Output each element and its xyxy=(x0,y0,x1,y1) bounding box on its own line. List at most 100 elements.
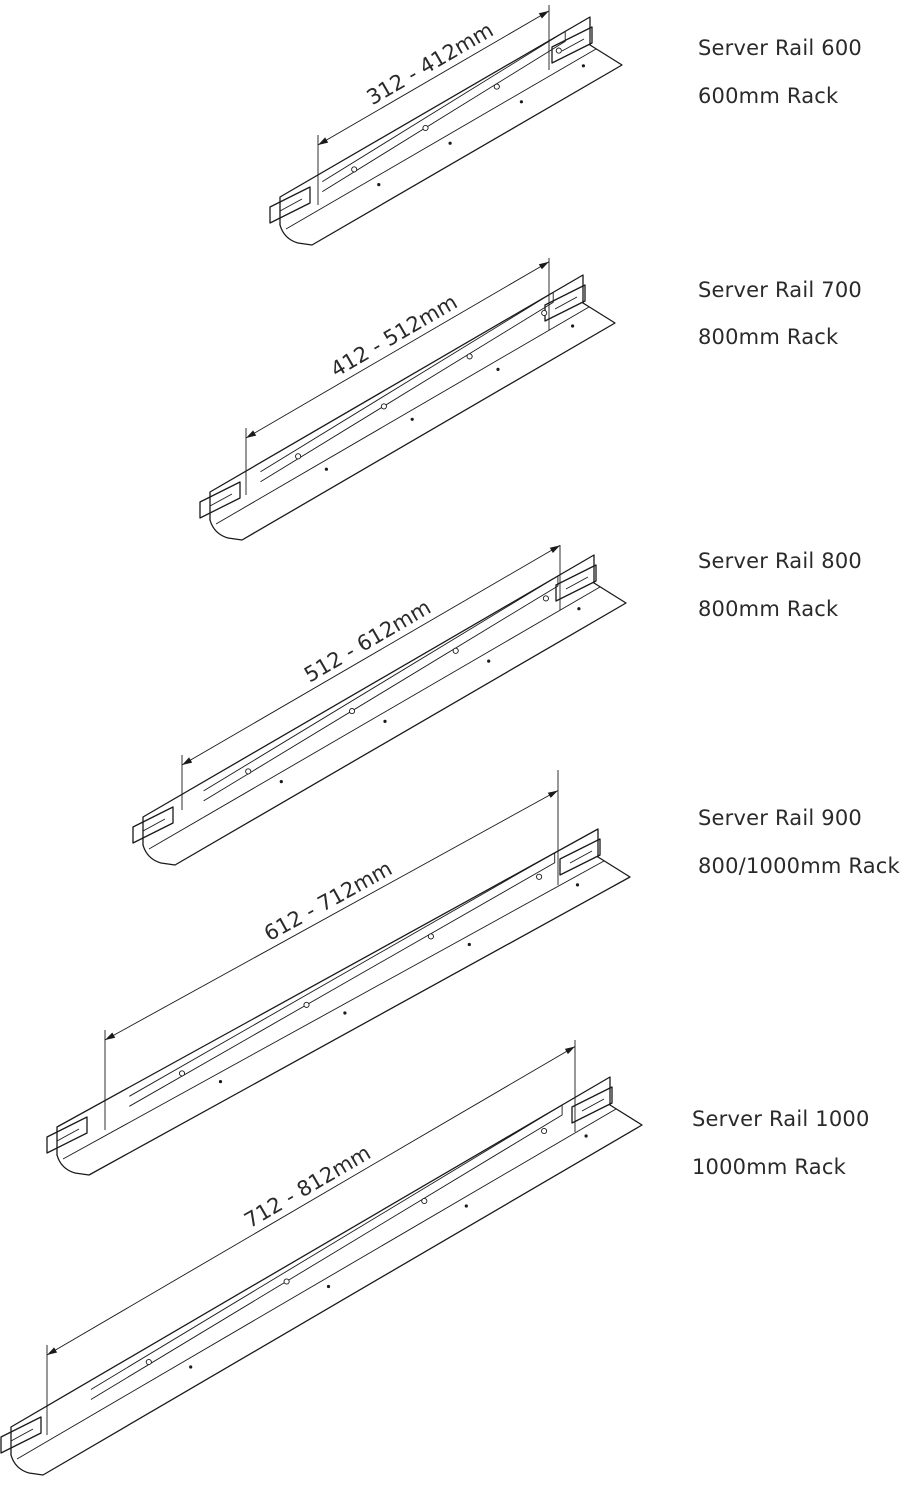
mounting-hole xyxy=(303,1001,310,1008)
dimension-arrow-left xyxy=(47,1347,58,1355)
rail-name-600: Server Rail 600 xyxy=(698,36,862,60)
rail-left-tab xyxy=(0,1416,42,1454)
rail-lip xyxy=(260,291,554,483)
rail-2: 412 - 512mm xyxy=(199,258,616,541)
rail-right-tab xyxy=(544,284,586,322)
mounting-hole xyxy=(464,1204,468,1208)
dimension-line xyxy=(104,790,559,1041)
rack-size-600: 600mm Rack xyxy=(698,84,839,108)
mounting-hole xyxy=(383,719,387,724)
mounting-hole xyxy=(487,659,491,663)
mounting-hole xyxy=(189,1365,193,1369)
mounting-hole xyxy=(575,883,580,887)
mounting-hole xyxy=(519,100,524,104)
rack-size-900: 800/1000mm Rack xyxy=(698,854,900,878)
dimension-arrow-right xyxy=(549,545,560,553)
rail-lip xyxy=(203,575,559,802)
mounting-hole xyxy=(467,942,471,947)
rail-right-tab-slot xyxy=(565,576,589,590)
rail-fold-line xyxy=(148,586,601,850)
rail-vertical-flange xyxy=(56,828,599,1156)
rail-right-tab xyxy=(555,564,597,602)
dimension-line xyxy=(46,1046,576,1356)
rail-right-tab xyxy=(551,26,593,64)
rail-left-tab xyxy=(199,481,241,519)
rail-lip xyxy=(90,1104,563,1400)
rail-left-tab-slot xyxy=(56,1128,80,1142)
rail-lip xyxy=(129,852,556,1107)
rail-right-tab xyxy=(559,838,601,876)
mounting-hole xyxy=(245,768,252,775)
rail-right-tab-slot xyxy=(581,1098,605,1112)
mounting-hole xyxy=(541,1127,548,1135)
rail-right-tab-slot xyxy=(554,296,578,310)
rail-fold-line xyxy=(16,1108,617,1460)
rack-size-1000: 1000mm Rack xyxy=(692,1155,846,1179)
mounting-hole xyxy=(377,183,381,187)
dimension-line xyxy=(245,261,550,439)
rail-1: 312 - 412mm xyxy=(269,5,623,246)
mounting-hole xyxy=(452,647,459,654)
dimension-arrow-right xyxy=(547,790,558,798)
rail-left-tab-slot xyxy=(209,493,233,507)
mounting-hole xyxy=(421,1197,428,1205)
rail-fold-line xyxy=(62,860,605,1160)
rail-right-tab-slot xyxy=(569,850,593,864)
rail-fold-line xyxy=(215,306,590,525)
dimension-arrow-left xyxy=(246,430,257,438)
mounting-hole xyxy=(496,367,500,371)
dimension-arrow-right xyxy=(564,1046,575,1055)
mounting-hole xyxy=(178,1070,186,1077)
rail-left-tab xyxy=(269,186,311,224)
mounting-hole xyxy=(380,403,387,410)
rail-base-flange xyxy=(10,1104,643,1476)
mounting-hole xyxy=(218,1080,223,1084)
dimension-label: 412 - 512mm xyxy=(327,290,462,382)
mounting-hole xyxy=(466,353,473,360)
dimension-arrow-right xyxy=(538,10,549,19)
rail-vertical-flange xyxy=(142,554,595,846)
mounting-hole xyxy=(577,607,581,611)
rail-vertical-flange xyxy=(10,1076,611,1456)
mounting-hole xyxy=(145,1358,152,1366)
rail-left-tab xyxy=(46,1116,88,1154)
mounting-hole xyxy=(410,417,414,421)
mounting-hole xyxy=(279,780,283,784)
rail-name-1000: Server Rail 1000 xyxy=(692,1107,870,1131)
mounting-hole xyxy=(348,708,356,715)
rail-base-flange xyxy=(142,582,627,866)
dimension-label: 612 - 712mm xyxy=(260,856,396,946)
mounting-hole xyxy=(542,595,549,602)
dimension-line xyxy=(181,545,561,766)
rail-name-800: Server Rail 800 xyxy=(698,549,862,573)
mounting-hole xyxy=(283,1278,290,1285)
rail-3: 512 - 612mm xyxy=(132,545,627,866)
rail-vertical-flange xyxy=(209,274,584,521)
mounting-hole xyxy=(493,83,500,90)
rail-base-flange xyxy=(209,302,616,541)
mounting-hole xyxy=(351,166,358,173)
rack-size-700: 800mm Rack xyxy=(698,325,839,349)
rail-base-flange xyxy=(56,856,631,1176)
rail-left-tab-slot xyxy=(10,1428,34,1442)
rail-name-900: Server Rail 900 xyxy=(698,806,862,830)
rail-left-tab xyxy=(132,806,174,844)
mounting-hole xyxy=(584,1134,588,1138)
mounting-hole xyxy=(295,453,302,460)
mounting-hole xyxy=(541,309,548,317)
rail-base-flange xyxy=(279,44,623,246)
mounting-hole xyxy=(343,1011,347,1015)
dimension-arrow-left xyxy=(182,757,193,765)
rail-left-tab-slot xyxy=(279,198,303,212)
dimension-label: 712 - 812mm xyxy=(240,1140,375,1232)
mounting-hole xyxy=(571,324,575,328)
rail-4: 612 - 712mm xyxy=(46,770,631,1176)
mounting-hole xyxy=(324,467,328,471)
dimension-arrow-right xyxy=(538,261,549,270)
rack-size-800: 800mm Rack xyxy=(698,597,839,621)
rail-name-700: Server Rail 700 xyxy=(698,278,862,302)
mounting-hole xyxy=(555,47,562,54)
mounting-hole xyxy=(581,64,586,68)
rail-right-tab-slot xyxy=(561,38,585,52)
